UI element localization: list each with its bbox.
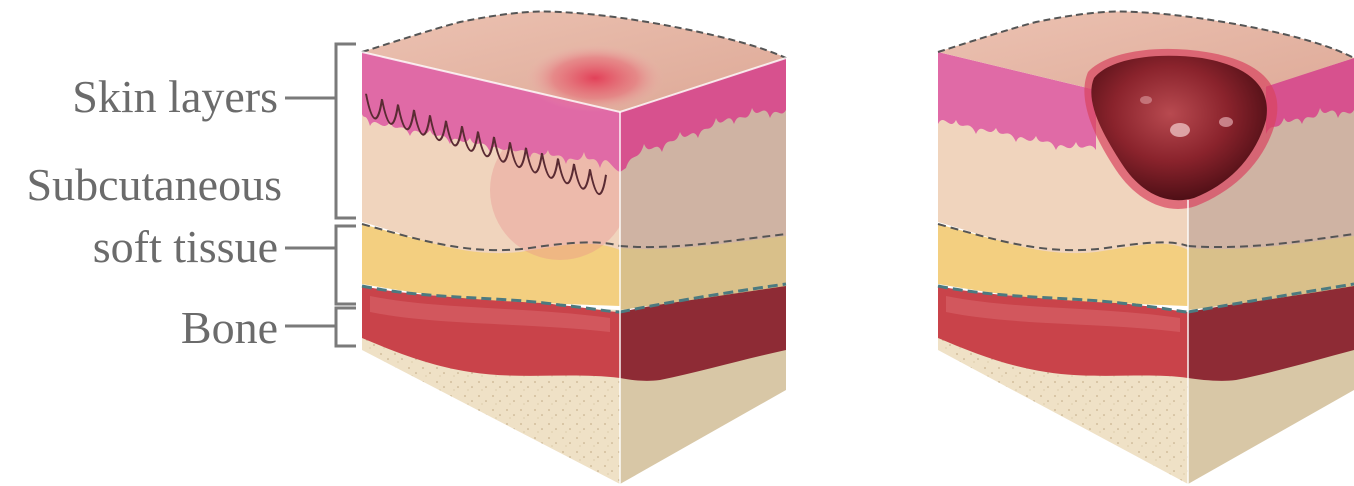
ulcer-highlight-2 bbox=[1219, 117, 1233, 127]
skin-layers-bracket bbox=[336, 44, 356, 218]
early-stage-block bbox=[362, 11, 786, 484]
subcutaneous-label-line1: Subcutaneous bbox=[26, 159, 282, 210]
ulcer-highlight-3 bbox=[1140, 96, 1152, 104]
subcutaneous-label-line2: soft tissue bbox=[93, 221, 278, 272]
skin-layers-label: Skin layers bbox=[72, 71, 278, 122]
ulcer-highlight bbox=[1170, 123, 1190, 137]
ulcer-stage-block bbox=[938, 11, 1354, 484]
bone-bracket bbox=[336, 308, 356, 346]
soft-tissue-bracket bbox=[336, 226, 356, 304]
labels-group: Skin layers Subcutaneous soft tissue Bon… bbox=[26, 44, 356, 353]
bone-label: Bone bbox=[181, 302, 278, 353]
redness-patch bbox=[525, 44, 665, 112]
